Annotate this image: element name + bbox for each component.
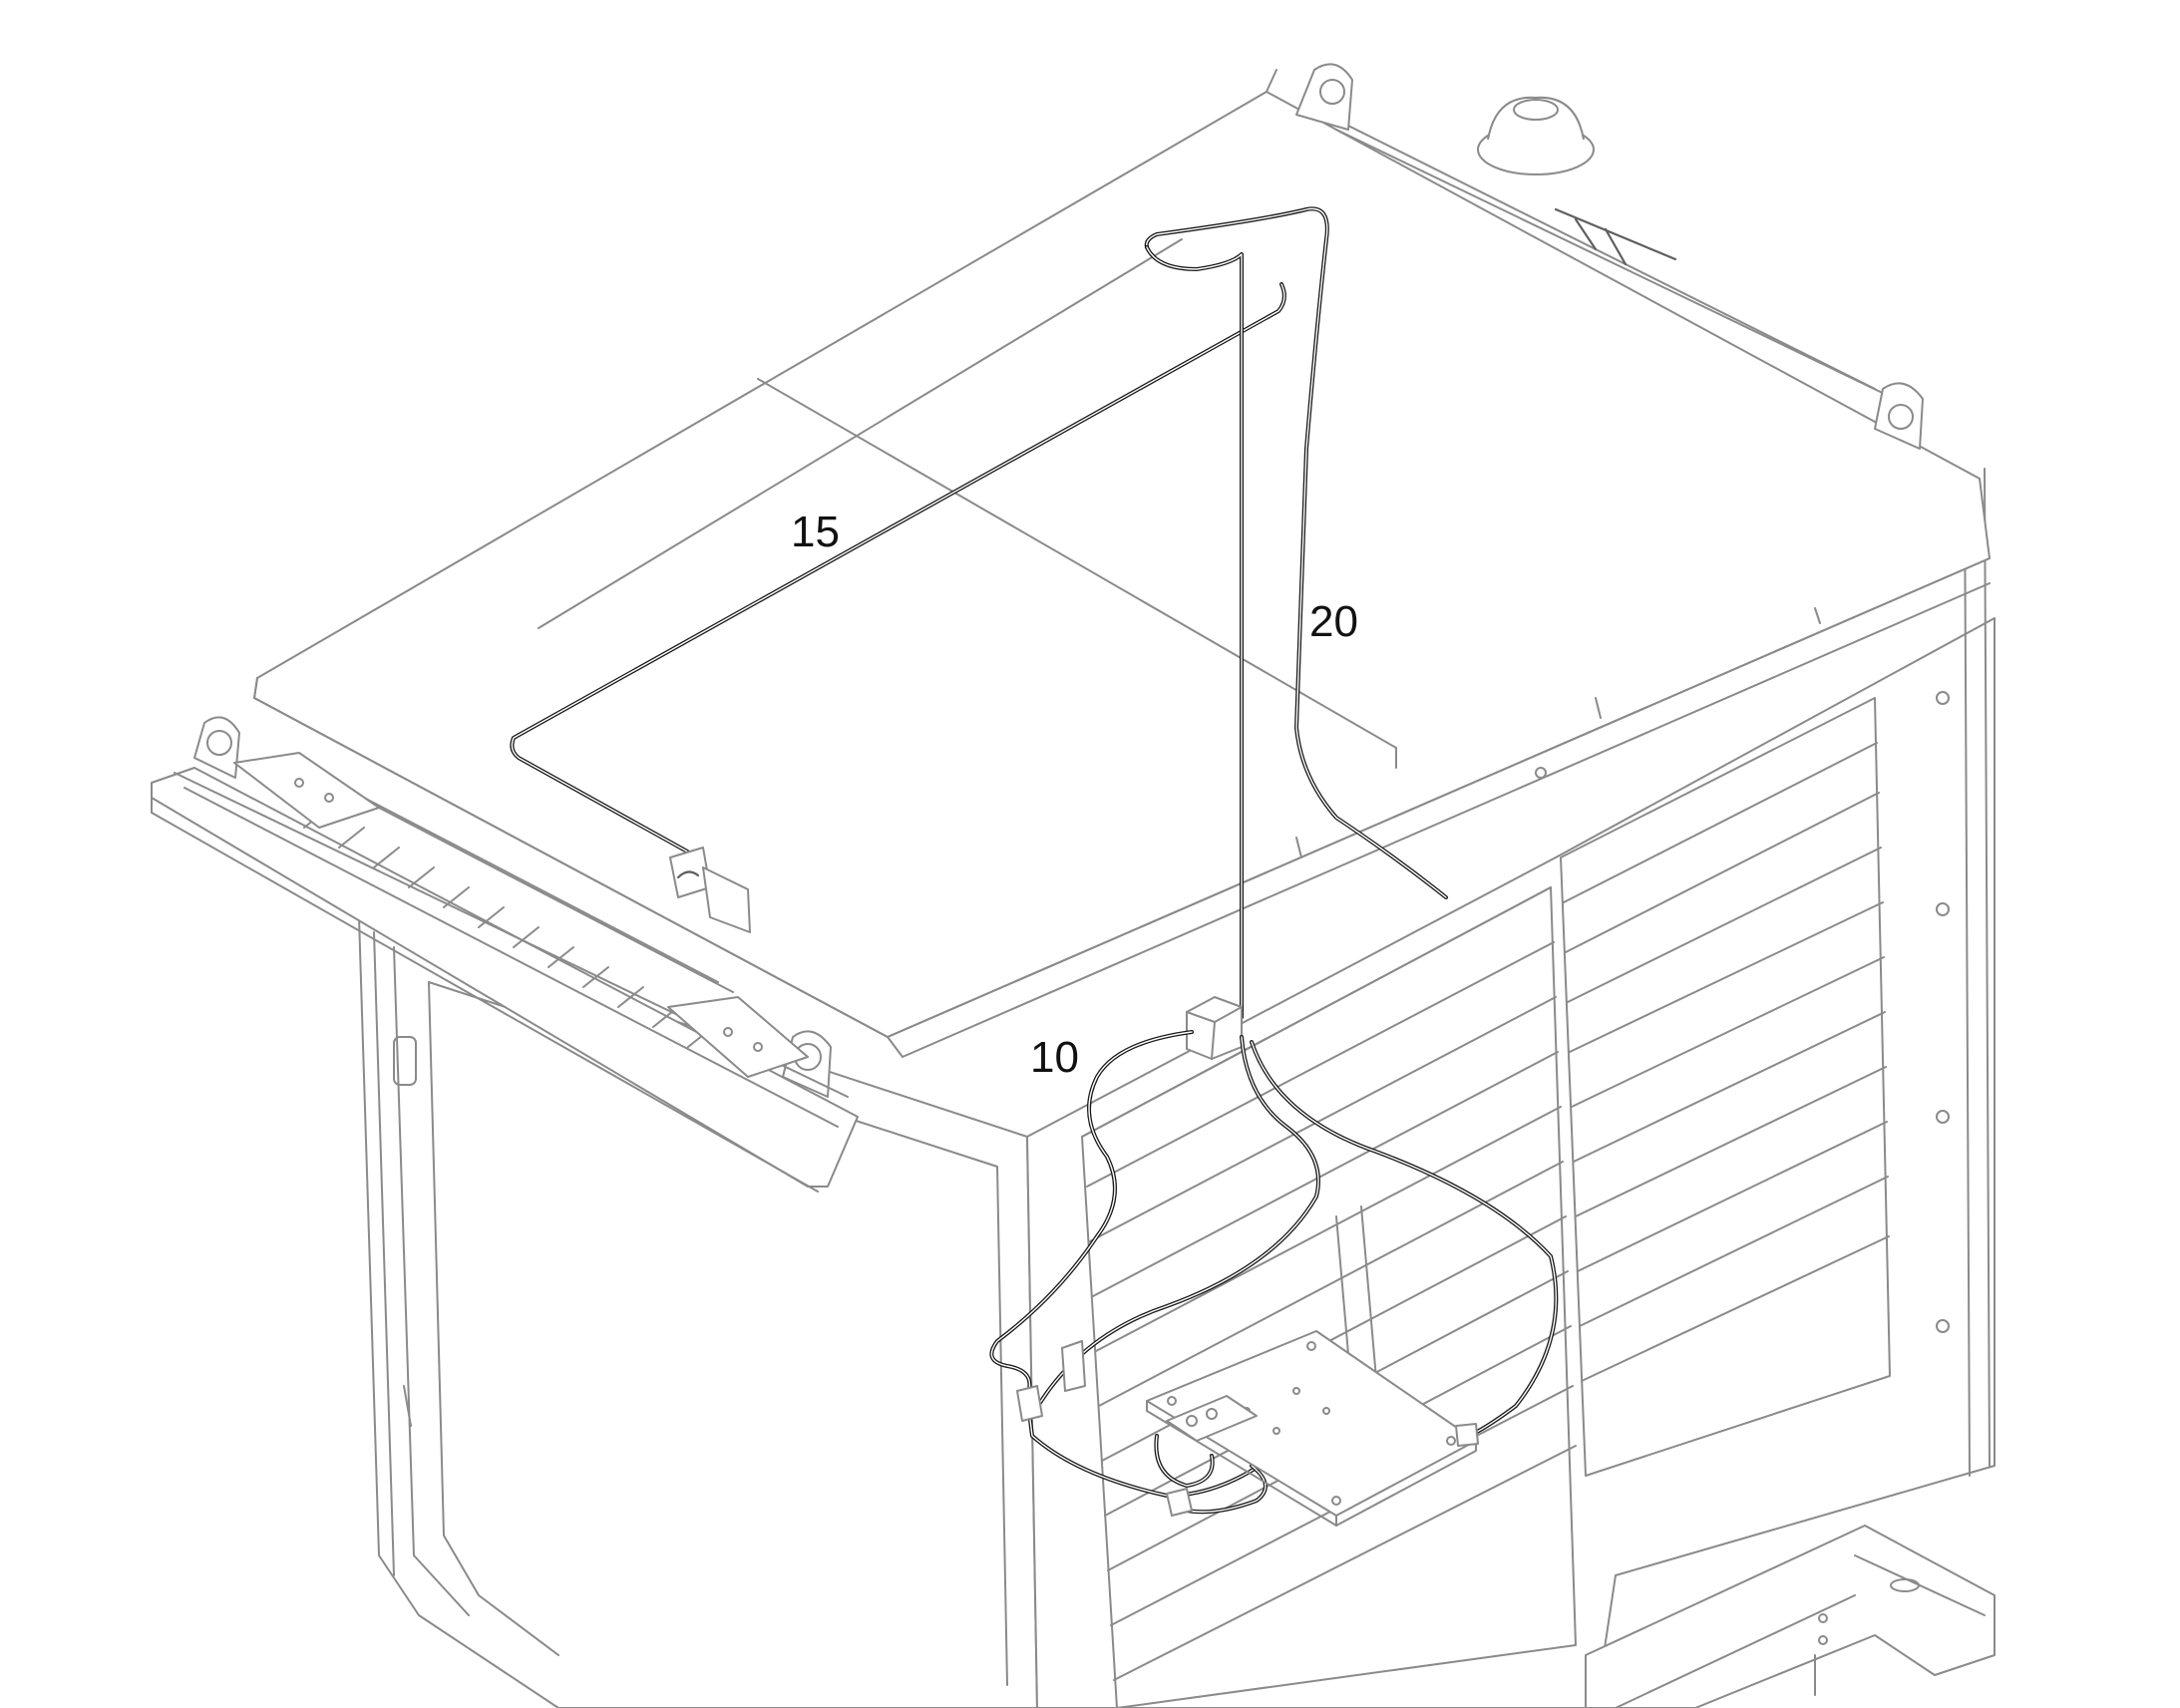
cable-20 [1144,206,1448,1019]
junction-box [1186,996,1243,1060]
cable-10 [989,1030,1559,1515]
callout-20: 20 [1309,597,1358,646]
lifting-eye-rear [1295,63,1353,131]
cab-roof [253,69,1991,1058]
lifting-eye-right [1874,382,1924,450]
lifting-eye-left [193,716,240,779]
beacon-light [1477,96,1595,175]
callout-15: 15 [791,508,840,556]
control-module-tray [1146,1330,1477,1527]
antenna-connector [669,847,751,933]
cable-clips [1016,1340,1479,1517]
vent-louver-left [1081,886,1577,1708]
mounting-bracket [1585,1525,1996,1708]
callout-10: 10 [1030,1033,1079,1082]
vent-louver-right [1560,697,1891,1477]
front-visor [151,752,859,1193]
